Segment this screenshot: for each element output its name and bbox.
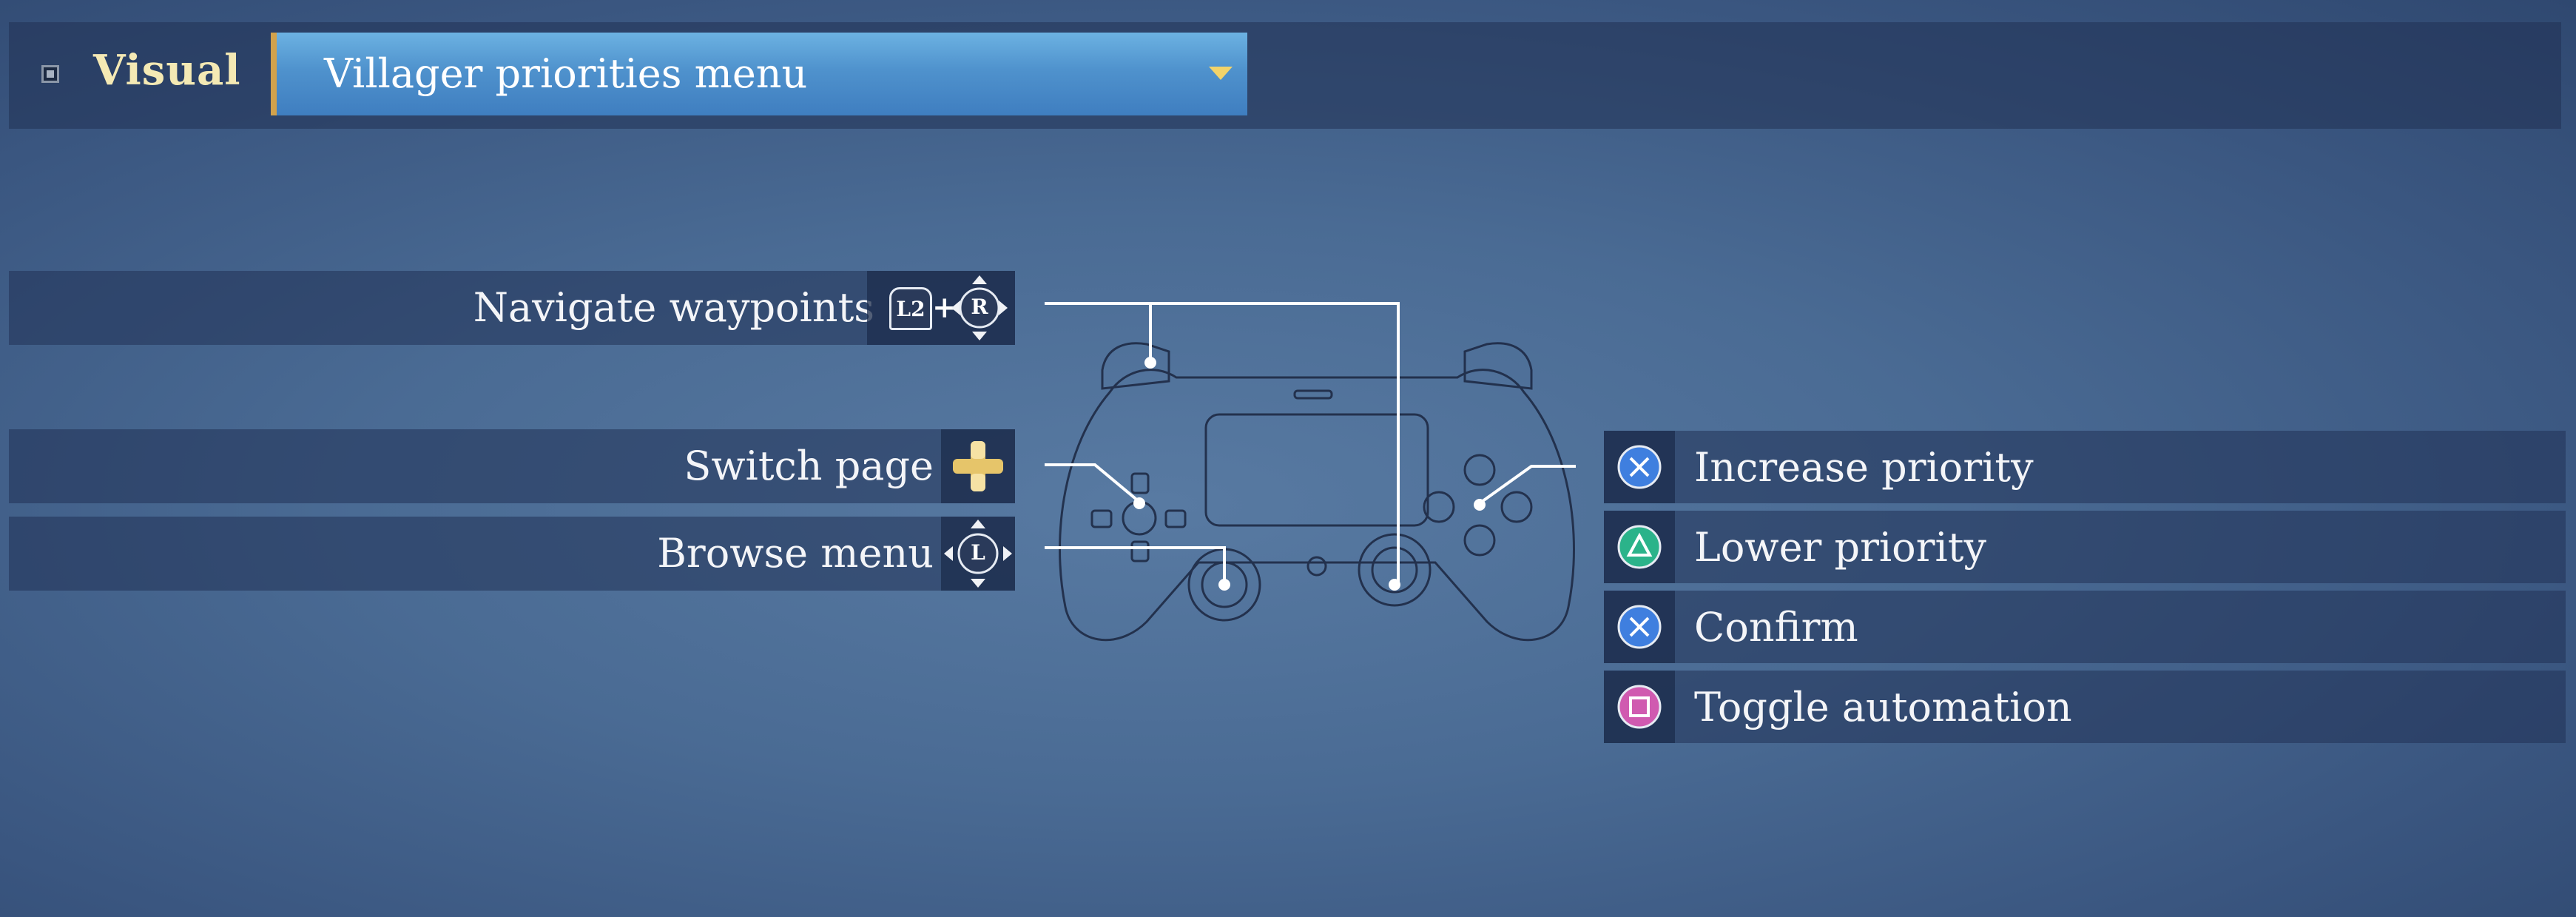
touchpad-outline <box>1204 413 1429 527</box>
dpad-icon <box>941 429 1015 503</box>
control-row-navigate-waypoints: Navigate waypoints L2 + R <box>9 271 1015 345</box>
square-button-outline <box>1423 491 1455 523</box>
control-row-confirm: Confirm <box>1604 591 2566 663</box>
control-row-toggle-automation: Toggle automation <box>1604 671 2566 743</box>
triangle-button-outline <box>1463 454 1496 486</box>
l2-button-icon: L2 <box>889 287 932 330</box>
right-stick-outline <box>1358 533 1432 607</box>
right-stick-arrows-icon <box>951 275 1008 340</box>
category-label: Visual <box>93 46 241 95</box>
controller-body-outline <box>1059 369 1575 642</box>
control-label: Toggle automation <box>1694 684 2072 730</box>
dropdown-selected-value: Villager priorities menu <box>324 50 808 97</box>
control-row-switch-page: Switch page <box>9 429 1015 503</box>
control-label: Increase priority <box>1694 444 2034 491</box>
control-row-increase-priority: Increase priority <box>1604 431 2566 503</box>
right-trigger-outline <box>1463 342 1533 390</box>
circle-button-outline <box>1500 491 1533 523</box>
control-label: Browse menu <box>657 530 934 577</box>
square-button-icon <box>1604 671 1675 743</box>
l2-plus-right-stick-icon: L2 + R <box>867 271 1015 345</box>
right-stick-letter: R <box>971 295 988 319</box>
left-stick-icon: L <box>941 517 1015 591</box>
ps-button-outline <box>1306 556 1327 577</box>
square-bullet-icon <box>41 65 59 83</box>
left-stick-letter: L <box>971 540 985 565</box>
control-label: Navigate waypoints <box>473 284 874 331</box>
left-trigger-outline <box>1101 342 1170 390</box>
control-label: Switch page <box>684 443 934 489</box>
control-label: Confirm <box>1694 604 1858 651</box>
cross-button-icon <box>1604 431 1675 503</box>
chevron-down-icon[interactable] <box>1209 67 1233 80</box>
control-row-browse-menu: Browse menu L <box>9 517 1015 591</box>
control-row-lower-priority: Lower priority <box>1604 511 2566 583</box>
cross-button-icon <box>1604 591 1675 663</box>
preset-dropdown[interactable]: Villager priorities menu <box>271 33 1247 115</box>
leader-lines <box>1045 302 1576 585</box>
controller-diagram <box>1045 302 1576 642</box>
control-label: Lower priority <box>1694 524 1986 571</box>
cross-button-outline <box>1463 524 1496 557</box>
triangle-button-icon <box>1604 511 1675 583</box>
